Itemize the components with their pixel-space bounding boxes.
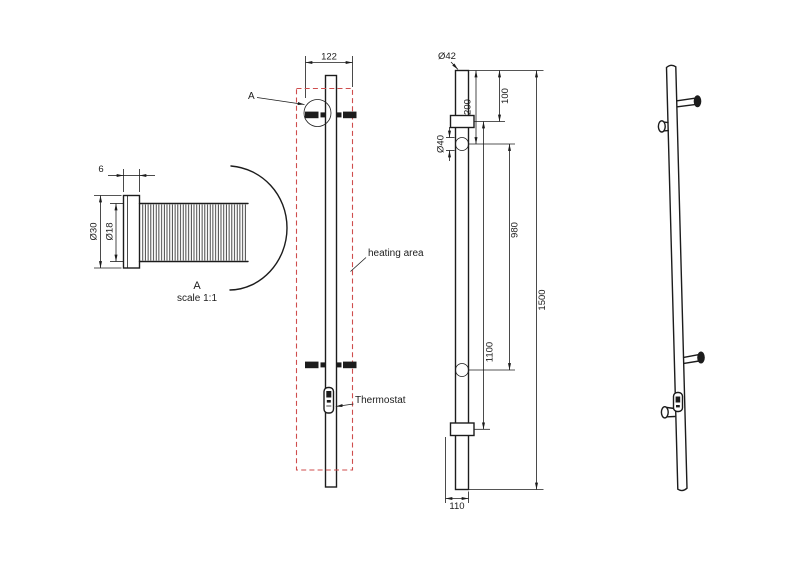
dim-top-to-bracket-100: 100	[497, 70, 511, 122]
dim-outer-diameter-label: Ø30	[89, 223, 100, 241]
extension-lines	[469, 70, 544, 490]
perspective-hook-bottom-left	[660, 405, 676, 419]
heating-area-boundary	[295, 87, 354, 471]
perspective-hook-top-right	[676, 95, 702, 108]
detail-view-scale: scale 1:1	[177, 293, 217, 304]
side-bracket-bottom	[449, 422, 475, 437]
dim-width-122-label: 122	[321, 52, 337, 63]
thermostat-label: Thermostat	[355, 395, 406, 406]
side-hook-top	[455, 137, 469, 151]
heating-element	[122, 165, 288, 291]
dim-inner-diameter: Ø18	[105, 203, 123, 262]
detail-view-label: A	[193, 280, 201, 292]
thermostat-front	[323, 386, 335, 414]
side-hook-bottom	[455, 363, 469, 377]
dim-depth-110: 110	[445, 437, 469, 512]
dim-head-width-label: 6	[98, 164, 103, 175]
thread-hatch	[141, 204, 247, 261]
dim-100-label: 100	[500, 88, 511, 104]
perspective-view	[657, 64, 705, 492]
dim-inner-diameter-label: Ø18	[105, 223, 116, 241]
perspective-tube	[665, 64, 688, 492]
dim-hook-diameter-label: Ø40	[436, 135, 447, 153]
front-hooks	[305, 111, 357, 369]
front-rail	[324, 74, 338, 488]
dim-hook-diameter: Ø40	[436, 127, 455, 161]
perspective-hook-top-left	[657, 120, 669, 133]
dim-tube-diameter-label: Ø42	[438, 51, 456, 62]
side-tube	[454, 69, 470, 491]
dim-top-to-hook-200: 200	[463, 70, 478, 144]
heating-area-label: heating area	[368, 248, 424, 259]
break-outline	[229, 165, 288, 291]
side-bracket-top	[449, 114, 475, 129]
element-flange	[122, 194, 141, 269]
dim-outer-diameter: Ø30	[89, 195, 122, 269]
dim-total-height-1500: 1500	[534, 70, 548, 490]
dim-hook-span-980: 980	[507, 144, 521, 370]
thermostat-perspective	[672, 391, 684, 413]
dim-200-label: 200	[463, 99, 474, 115]
detail-view: 6 Ø30 Ø18 A scale 1:1	[89, 164, 288, 304]
dim-1500-label: 1500	[537, 289, 548, 310]
side-view: Ø42 Ø40 200 100 980	[436, 51, 549, 512]
detail-a-circle	[303, 99, 332, 127]
dim-110-label: 110	[449, 501, 464, 512]
dim-width-122: 122	[305, 52, 353, 98]
dim-head-width: 6	[98, 164, 155, 192]
front-view: 122 A heating area	[248, 52, 424, 488]
detail-a-callout: A	[248, 91, 255, 102]
dim-980-label: 980	[510, 222, 521, 238]
perspective-hook-bottom-right	[682, 351, 705, 365]
dim-1100-label: 1100	[485, 342, 496, 362]
dim-bracket-span-1100: 1100	[481, 121, 496, 430]
